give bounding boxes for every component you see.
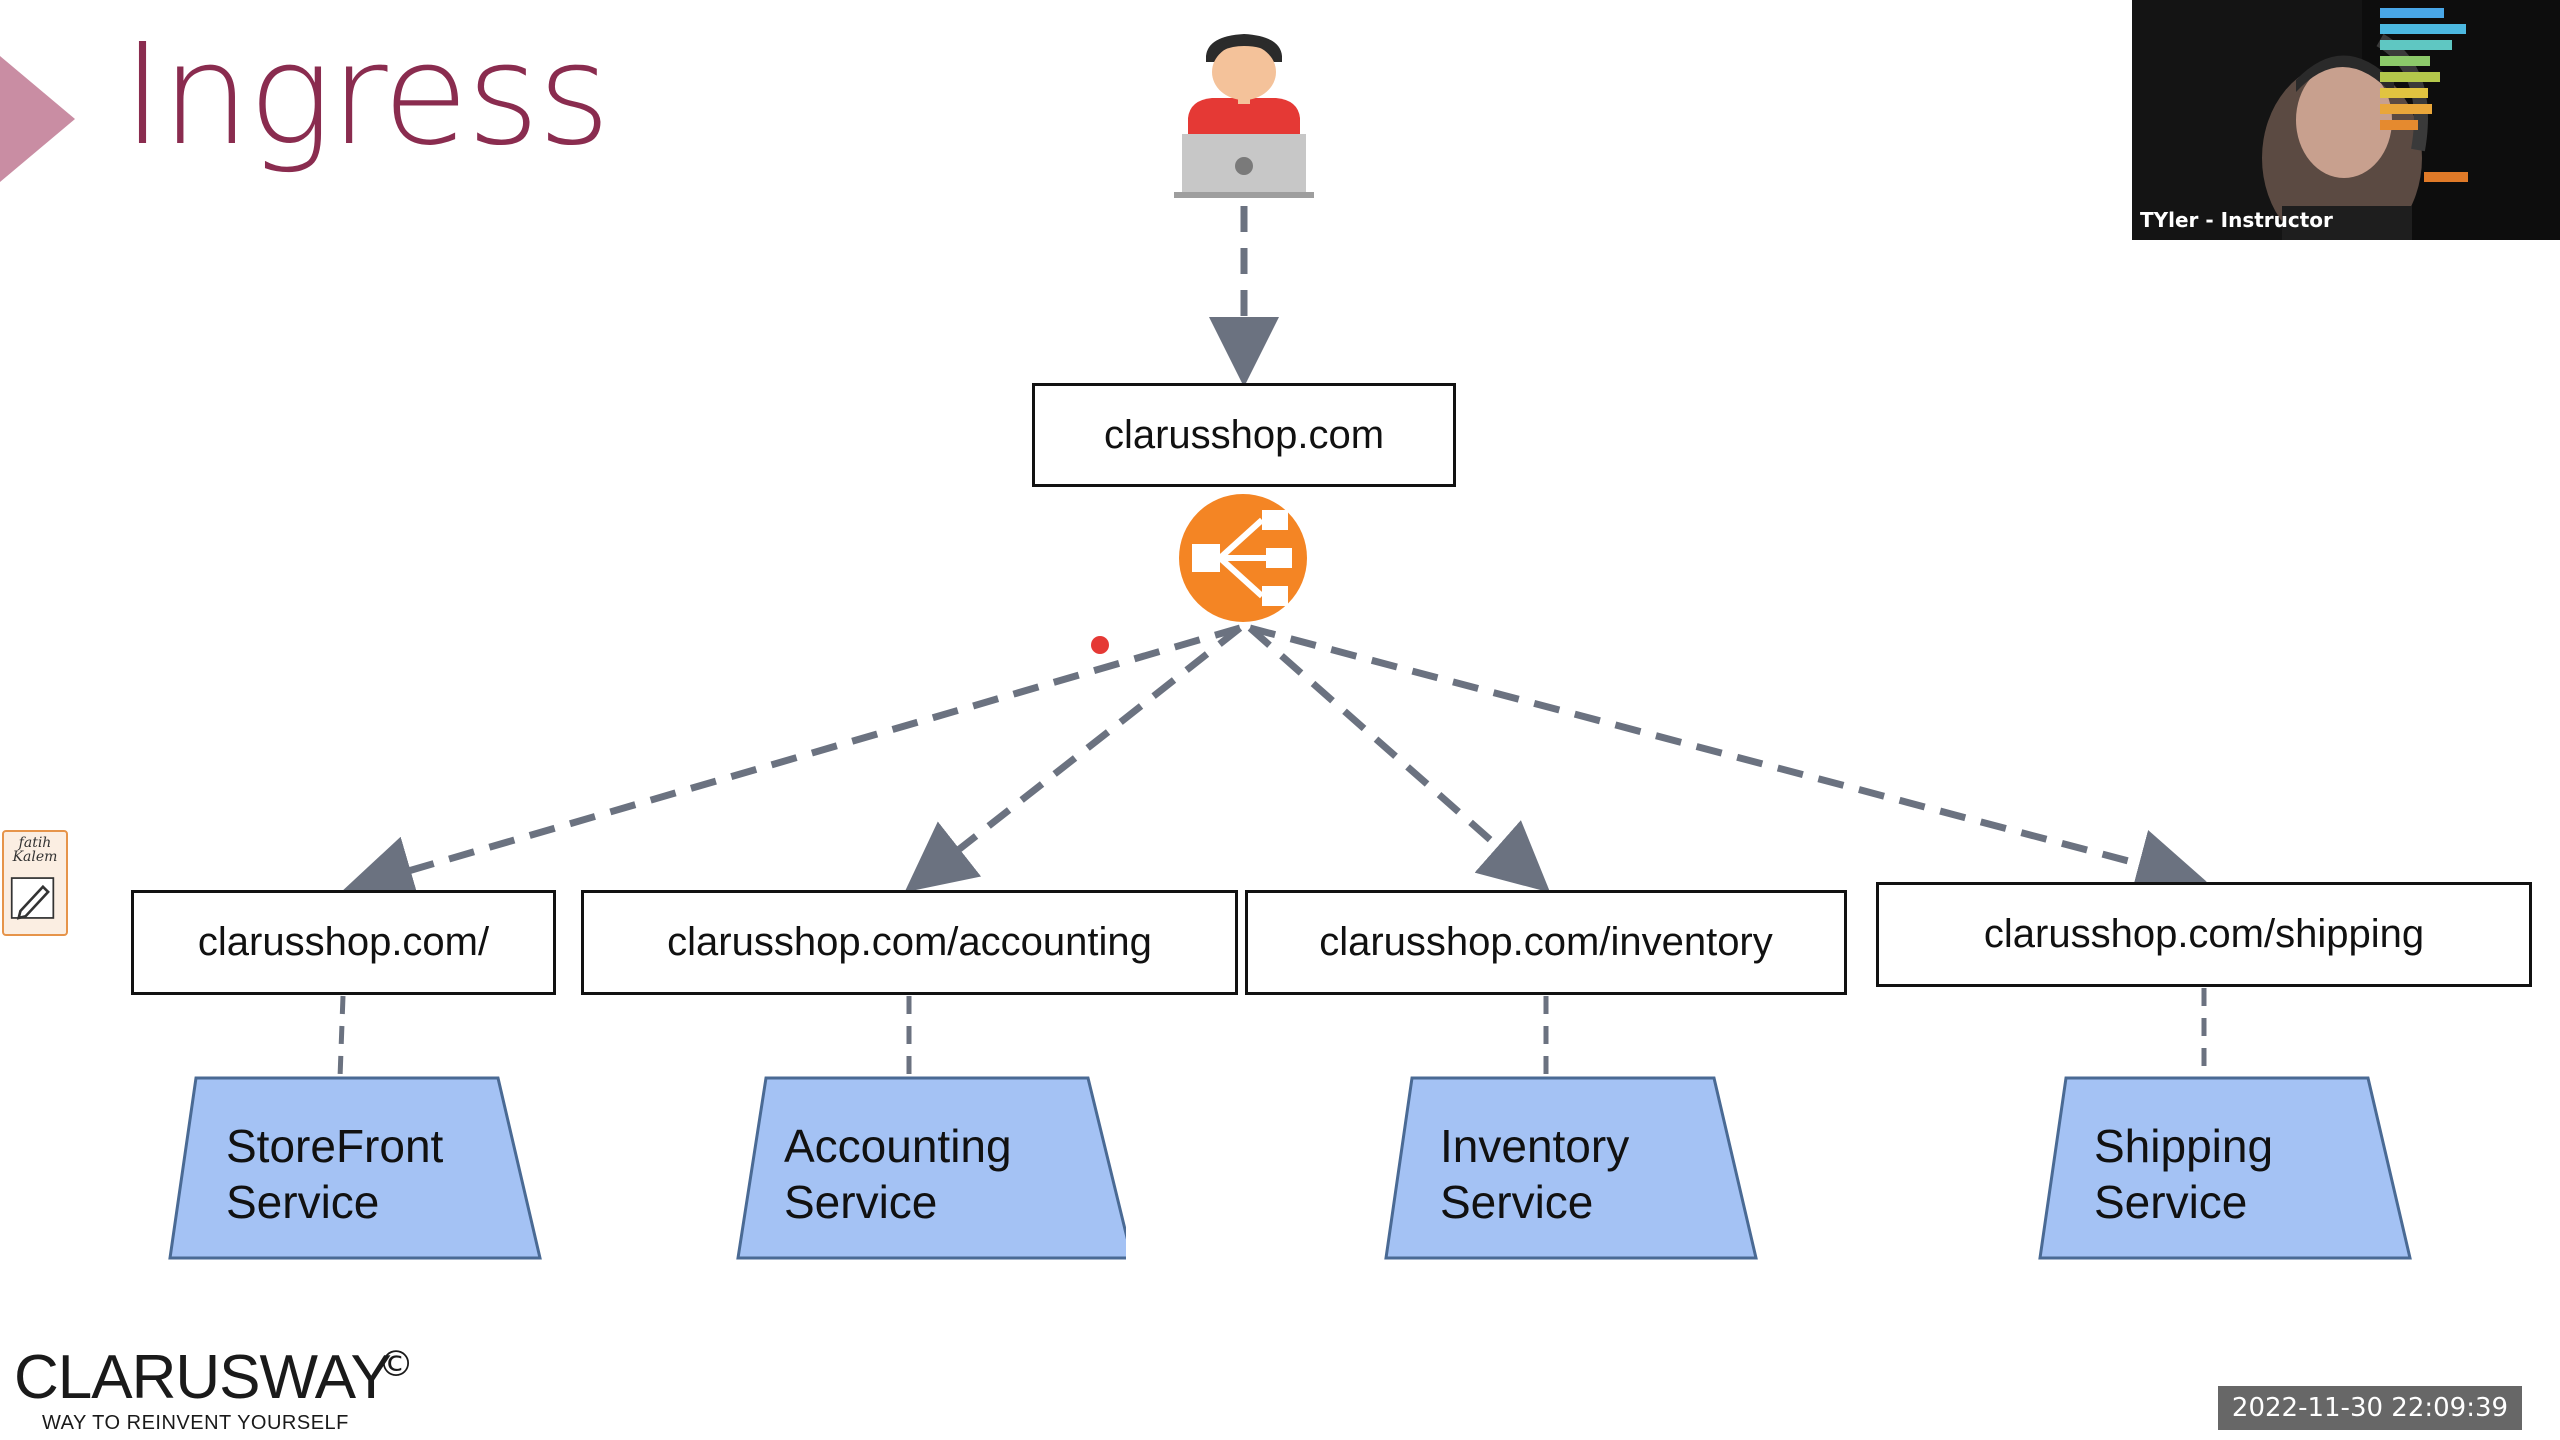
- route-box-root: clarusshop.com/: [131, 890, 556, 995]
- service-node-accounting: [736, 1076, 1126, 1260]
- service-node-storefront: [168, 1076, 542, 1260]
- service-label-inventory: Inventory Service: [1440, 1120, 1630, 1228]
- route-box-inventory: clarusshop.com/inventory: [1245, 890, 1847, 995]
- connector-lb-to-inventory: [1247, 625, 1551, 893]
- side-annotation-widget[interactable]: fatih Kalem: [2, 830, 68, 936]
- connector-lb-to-accounting: [904, 625, 1243, 893]
- service-label-storefront: StoreFront Service: [226, 1120, 444, 1228]
- slide-title: Ingress: [122, 14, 611, 177]
- service-label-accounting: Accounting Service: [784, 1120, 1012, 1228]
- service-label-shipping: Shipping Service: [2094, 1120, 2274, 1228]
- brand-tagline: WAY TO REINVENT YOURSELF: [42, 1412, 349, 1434]
- service-node-shipping: [2038, 1076, 2412, 1260]
- user-laptop-icon: [1174, 34, 1314, 198]
- brand-logo: CLARUSWAY: [14, 1343, 392, 1412]
- title-accent-arrow: [0, 56, 75, 182]
- connector-lines: [337, 206, 2207, 1079]
- slide-page-number: 7: [2530, 1386, 2548, 1419]
- route-box-shipping: clarusshop.com/shipping: [1876, 882, 2532, 987]
- entry-host-box: clarusshop.com: [1032, 383, 1456, 487]
- pen-icon: [10, 877, 55, 920]
- webcam-name-label: TYler - Instructor: [2140, 208, 2333, 232]
- recording-timestamp: 2022-11-30 22:09:39: [2218, 1386, 2522, 1430]
- side-widget-label: fatih Kalem: [12, 835, 58, 865]
- pointer-dot: [1091, 636, 1109, 654]
- route-box-accounting: clarusshop.com/accounting: [581, 890, 1238, 995]
- load-balancer-icon: [1179, 494, 1307, 622]
- service-node-inventory: [1384, 1076, 1758, 1260]
- connector-lb-to-root: [343, 624, 1241, 904]
- instructor-video-feed: [2132, 0, 2560, 240]
- connector-lb-to-shipping: [1249, 624, 2207, 898]
- connector-root-to-storefront: [337, 995, 346, 1079]
- webcam-overlay: TYler - Instructor: [2132, 0, 2560, 240]
- brand-copyright: ©: [378, 1344, 414, 1385]
